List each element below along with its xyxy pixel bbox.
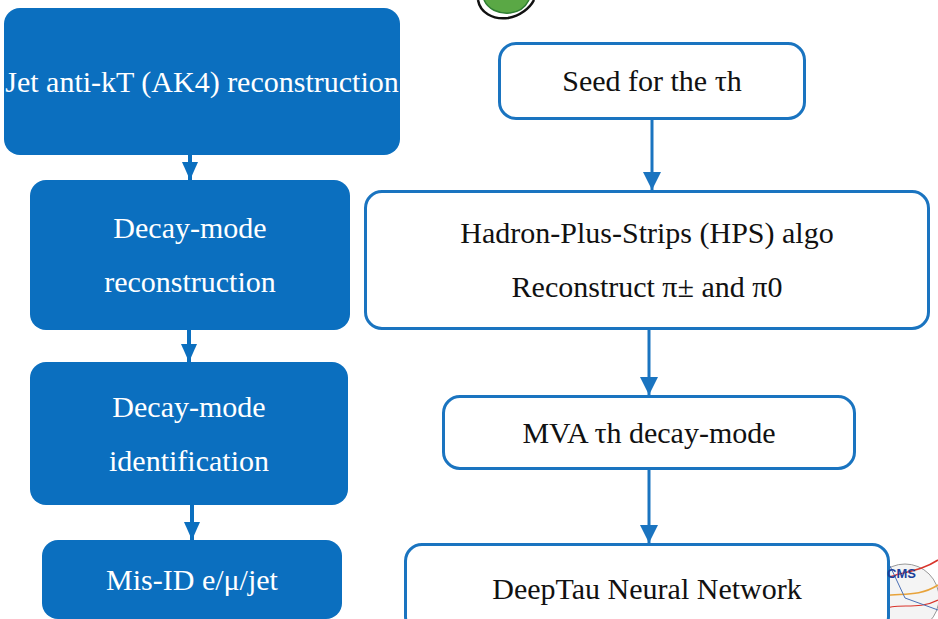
node-text: Jet anti-kT (AK4) reconstruction (5, 55, 399, 109)
node-text: MVA τh decay-mode (522, 406, 775, 460)
flow-arrow (648, 470, 651, 543)
node-text: Hadron-Plus-Strips (HPS) algo (460, 206, 833, 260)
process-box: Mis-ID e/μ/jet (42, 540, 342, 619)
node-text: Decay-mode identification (30, 380, 348, 488)
flow-arrow (648, 330, 651, 395)
node-text: DeepTau Neural Network (492, 562, 801, 616)
step-box: Seed for the τh (498, 42, 806, 120)
process-box: Jet anti-kT (AK4) reconstruction (4, 8, 400, 155)
node-text: Reconstruct π± and π0 (512, 260, 783, 314)
step-box: DeepTau Neural Network (404, 543, 890, 619)
node-text: Decay-mode reconstruction (30, 201, 350, 309)
flow-arrow (187, 330, 191, 362)
logo-text: CMS (887, 566, 916, 581)
process-box: Decay-mode reconstruction (30, 180, 350, 330)
flow-arrow (651, 120, 654, 190)
step-box: Hadron-Plus-Strips (HPS) algoReconstruct… (364, 190, 930, 330)
node-text: Mis-ID e/μ/jet (106, 553, 278, 607)
node-text: Seed for the τh (562, 54, 742, 108)
tau-logo-fragment (478, 0, 534, 18)
flow-arrow (188, 155, 192, 180)
step-box: MVA τh decay-mode (442, 395, 856, 470)
process-box: Decay-mode identification (30, 362, 348, 505)
flow-arrow (190, 505, 194, 540)
